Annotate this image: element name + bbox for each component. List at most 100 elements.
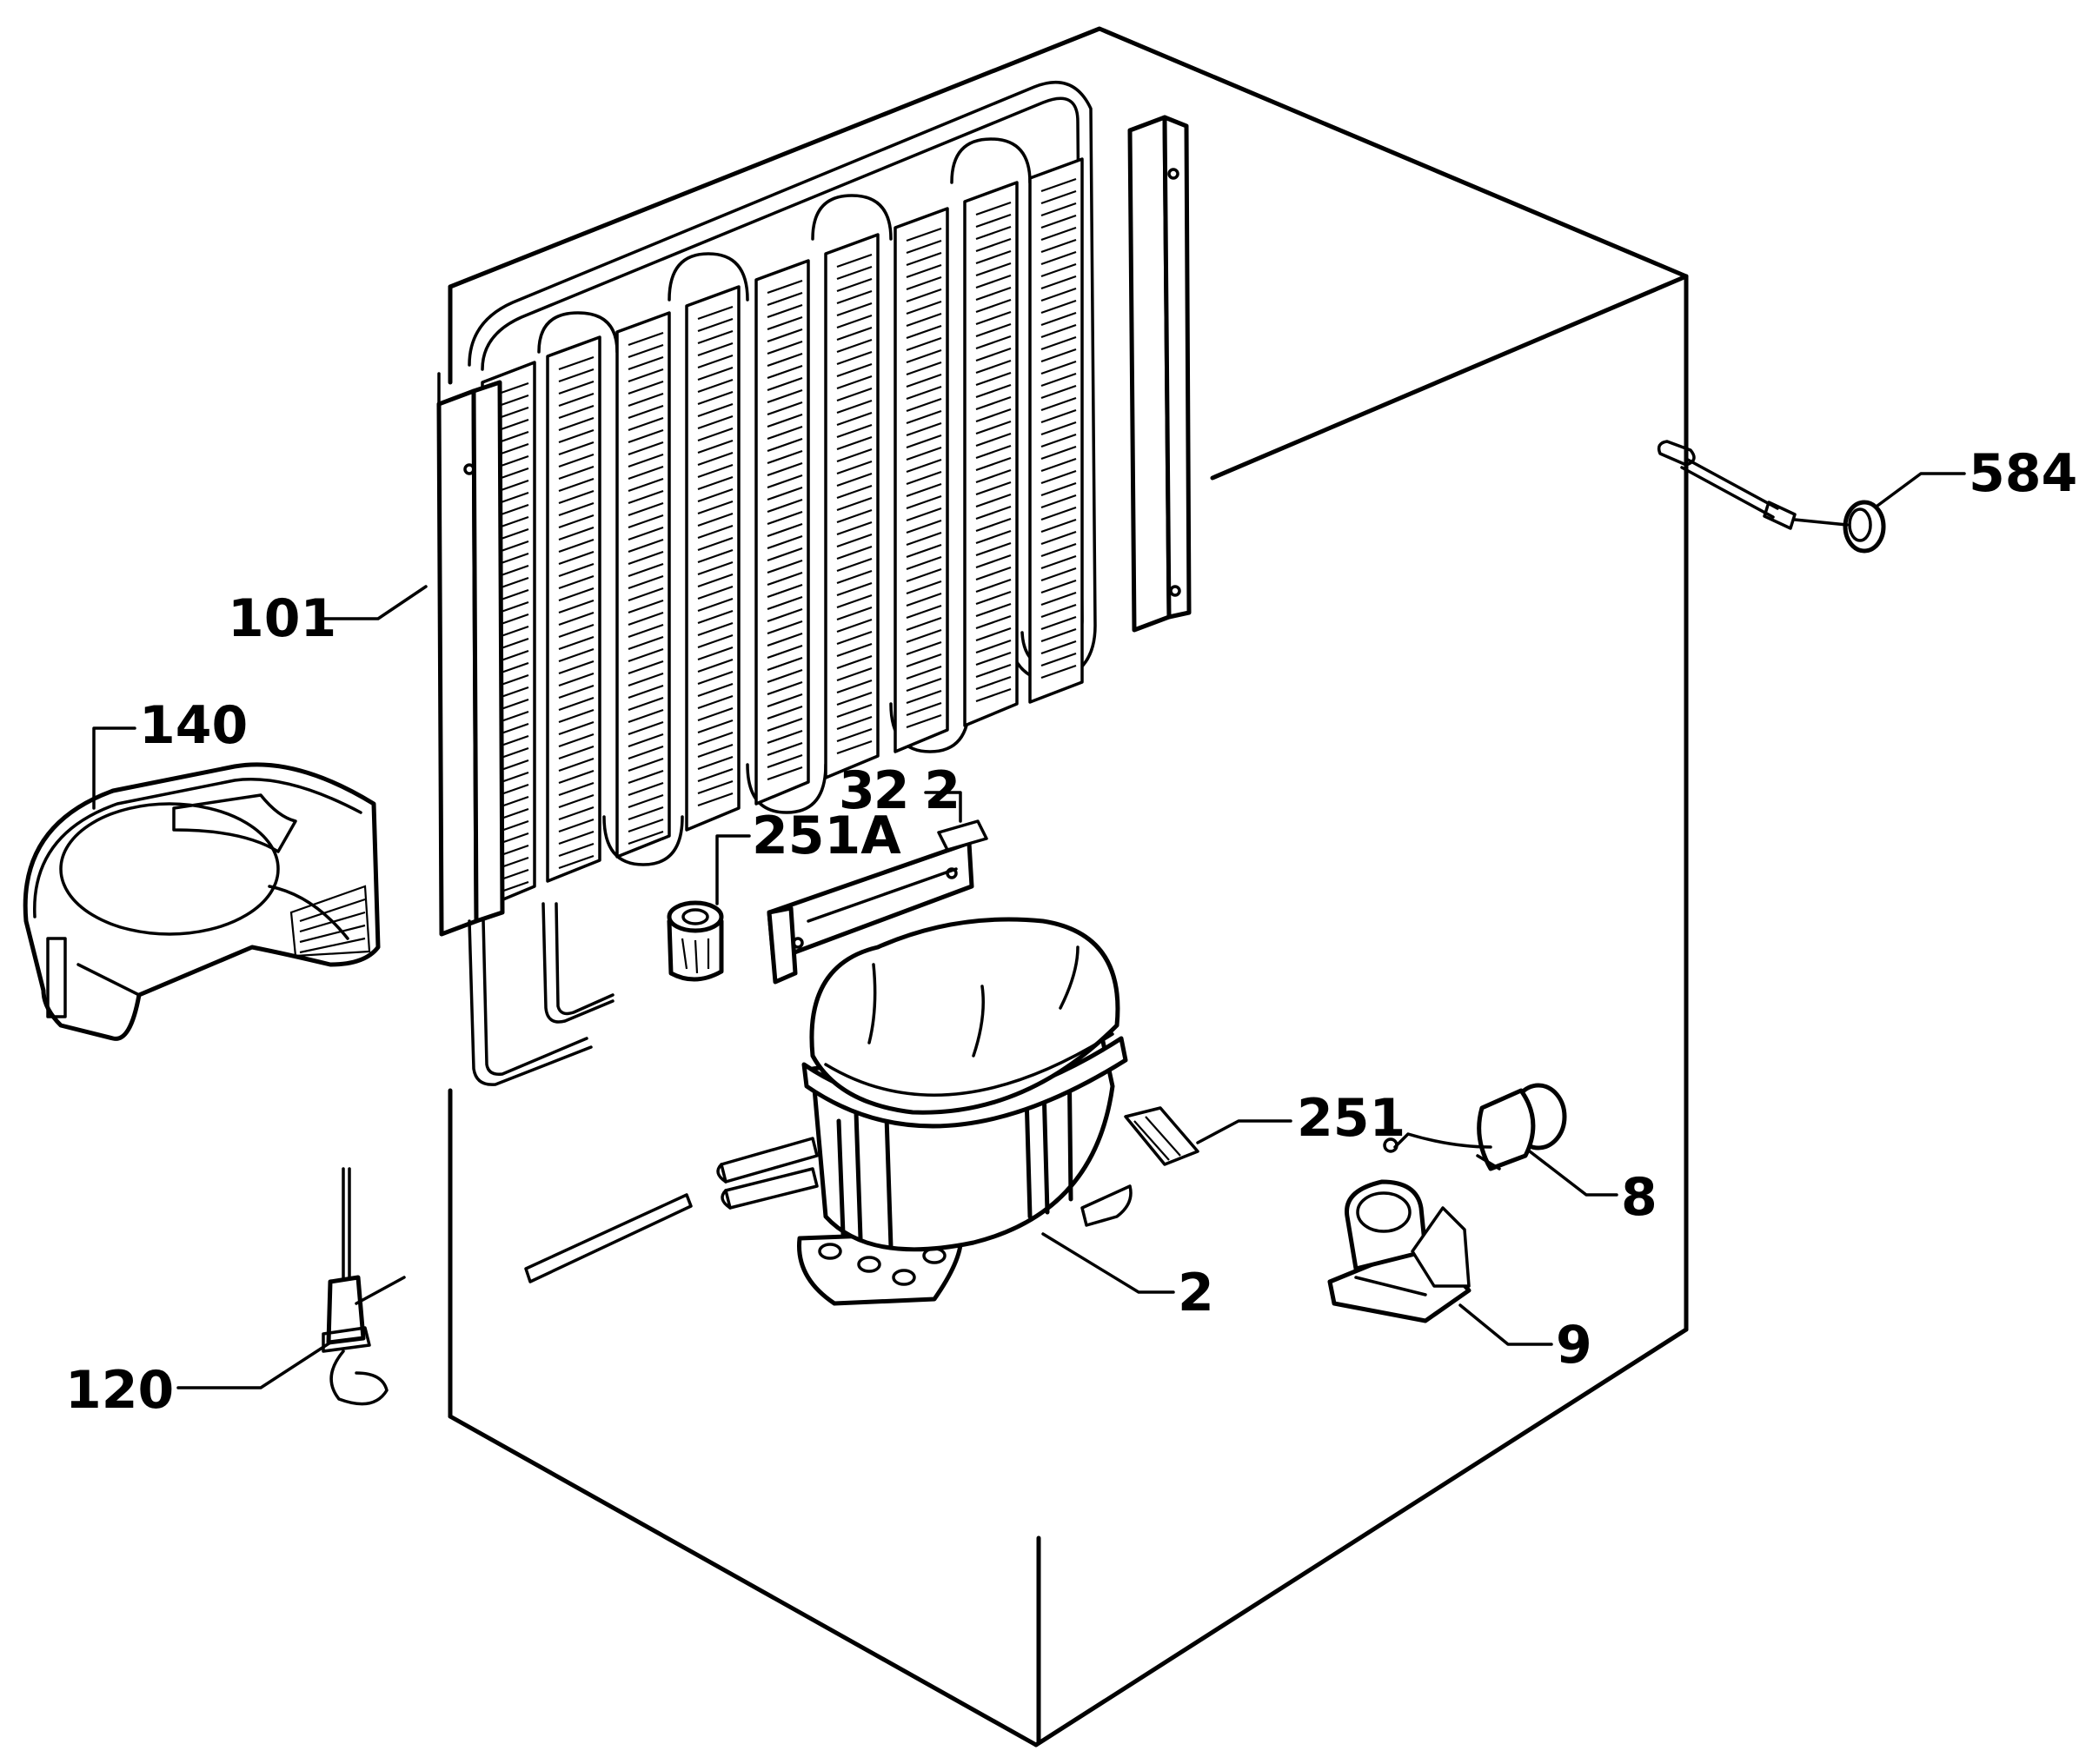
fin-hatch-line <box>975 322 1012 338</box>
fin-hatch-line <box>975 420 1012 435</box>
fin-hatch-line <box>767 766 803 781</box>
fin-hatch-line <box>767 364 803 380</box>
fin-hatch-line <box>558 635 595 651</box>
fin-hatch-line <box>628 514 664 529</box>
fin-hatch-line <box>1040 481 1077 497</box>
fin-hatch-line <box>558 392 595 408</box>
fin-hatch-line <box>1040 421 1077 436</box>
fin-hatch-line <box>628 647 664 663</box>
fin-hatch-line <box>1040 469 1077 485</box>
fin-hatch-line <box>558 380 595 395</box>
fin-hatch-line <box>767 729 803 745</box>
fin-hatch-line <box>906 385 942 401</box>
loose-pipe <box>524 1193 693 1283</box>
fin-hatch-line <box>628 769 664 785</box>
fin-hatch-line <box>558 696 595 712</box>
fin-hatch-line <box>836 472 873 487</box>
fin-hatch-line <box>836 679 873 694</box>
callout-251a: 251A <box>752 806 901 866</box>
fin-hatch-line <box>767 547 803 562</box>
fin-hatch-line <box>975 262 1012 277</box>
fin-hatch-line <box>1040 335 1077 351</box>
fin-hatch-line <box>975 408 1012 423</box>
fin-hatch-line <box>628 453 664 468</box>
fin-hatch-line <box>558 806 595 821</box>
fin-hatch-line <box>697 487 734 503</box>
fin-hatch-line <box>975 274 1012 289</box>
fin-hatch-line <box>767 303 803 319</box>
fin-hatch-line <box>906 701 942 717</box>
fin-hatch-line <box>558 854 595 870</box>
fin-hatch-line <box>906 421 942 437</box>
fin-hatch-line <box>767 656 803 672</box>
fin-hatch-line <box>975 444 1012 460</box>
rubber-grommet <box>667 900 724 982</box>
fin-hatch-line <box>767 401 803 416</box>
fin-hatch-line <box>836 630 873 646</box>
fin-hatch-line <box>628 501 664 517</box>
fin-hatch-line <box>975 468 1012 484</box>
fin-hatch-line <box>697 305 734 321</box>
fin-hatch-line <box>836 654 873 670</box>
fin-hatch-line <box>558 538 595 554</box>
fin-hatch-line <box>975 237 1012 253</box>
fin-hatch-line <box>975 614 1012 630</box>
fin-hatch-line <box>628 489 664 505</box>
fin-hatch-line <box>697 706 734 722</box>
fin-hatch-line <box>1040 323 1077 339</box>
fin-hatch-line <box>1040 457 1077 473</box>
fin-hatch-line <box>697 646 734 661</box>
fin-hatch-line <box>836 411 873 427</box>
fin-hatch-line <box>975 663 1012 679</box>
fin-hatch-line <box>836 387 873 402</box>
fin-hatch-line <box>836 618 873 633</box>
fin-hatch-line <box>836 289 873 305</box>
fin-hatch-line <box>975 310 1012 326</box>
fin-hatch-line <box>975 383 1012 399</box>
fin-hatch-line <box>1040 202 1077 217</box>
fin-hatch-line <box>1040 262 1077 278</box>
fin-hatch-line <box>697 329 734 345</box>
fin-hatch-line <box>628 696 664 712</box>
fin-hatch-line <box>1040 189 1077 205</box>
fin-hatch-line <box>767 632 803 647</box>
fin-hatch-line <box>628 733 664 748</box>
fin-hatch-line <box>1040 275 1077 290</box>
fin-hatch-line <box>767 388 803 404</box>
fin-hatch-line <box>697 548 734 564</box>
fin-hatch-line <box>697 633 734 649</box>
fin-hatch-line <box>697 767 734 783</box>
fin-hatch-line <box>836 435 873 451</box>
fin-hatch-line <box>558 368 595 383</box>
fin-hatch-line <box>906 300 942 315</box>
fin-hatch-line <box>628 416 664 432</box>
fin-hatch-line <box>697 439 734 454</box>
fin-hatch-line <box>628 708 664 724</box>
fin-hatch-line <box>906 519 942 534</box>
fin-hatch-line <box>1040 250 1077 266</box>
fin-hatch-line <box>975 298 1012 314</box>
fin-hatch-line <box>697 317 734 333</box>
fin-hatch-line <box>767 352 803 368</box>
fin-hatch-line <box>1040 554 1077 570</box>
fin-hatch-line <box>1040 299 1077 315</box>
fin-hatch-line <box>767 449 803 465</box>
fin-hatch-line <box>975 639 1012 654</box>
fin-hatch-line <box>558 769 595 785</box>
fin-hatch-line <box>558 623 595 639</box>
fin-hatch-line <box>906 336 942 352</box>
fin-hatch-line <box>906 227 942 242</box>
fin-hatch-line <box>975 225 1012 241</box>
fin-hatch-line <box>836 739 873 755</box>
mounting-bracket <box>767 819 988 985</box>
fin-hatch-line <box>906 555 942 571</box>
callout-584: 584 <box>1969 443 2077 504</box>
fin-hatch-line <box>767 522 803 538</box>
fin-hatch-line <box>1040 542 1077 558</box>
fin-hatch-line <box>767 376 803 392</box>
fin-hatch-line <box>836 642 873 658</box>
fin-hatch-line <box>906 543 942 559</box>
fin-hatch-line <box>558 599 595 614</box>
compressor-foot-clip <box>1124 1106 1199 1166</box>
fin-hatch-line <box>697 670 734 686</box>
